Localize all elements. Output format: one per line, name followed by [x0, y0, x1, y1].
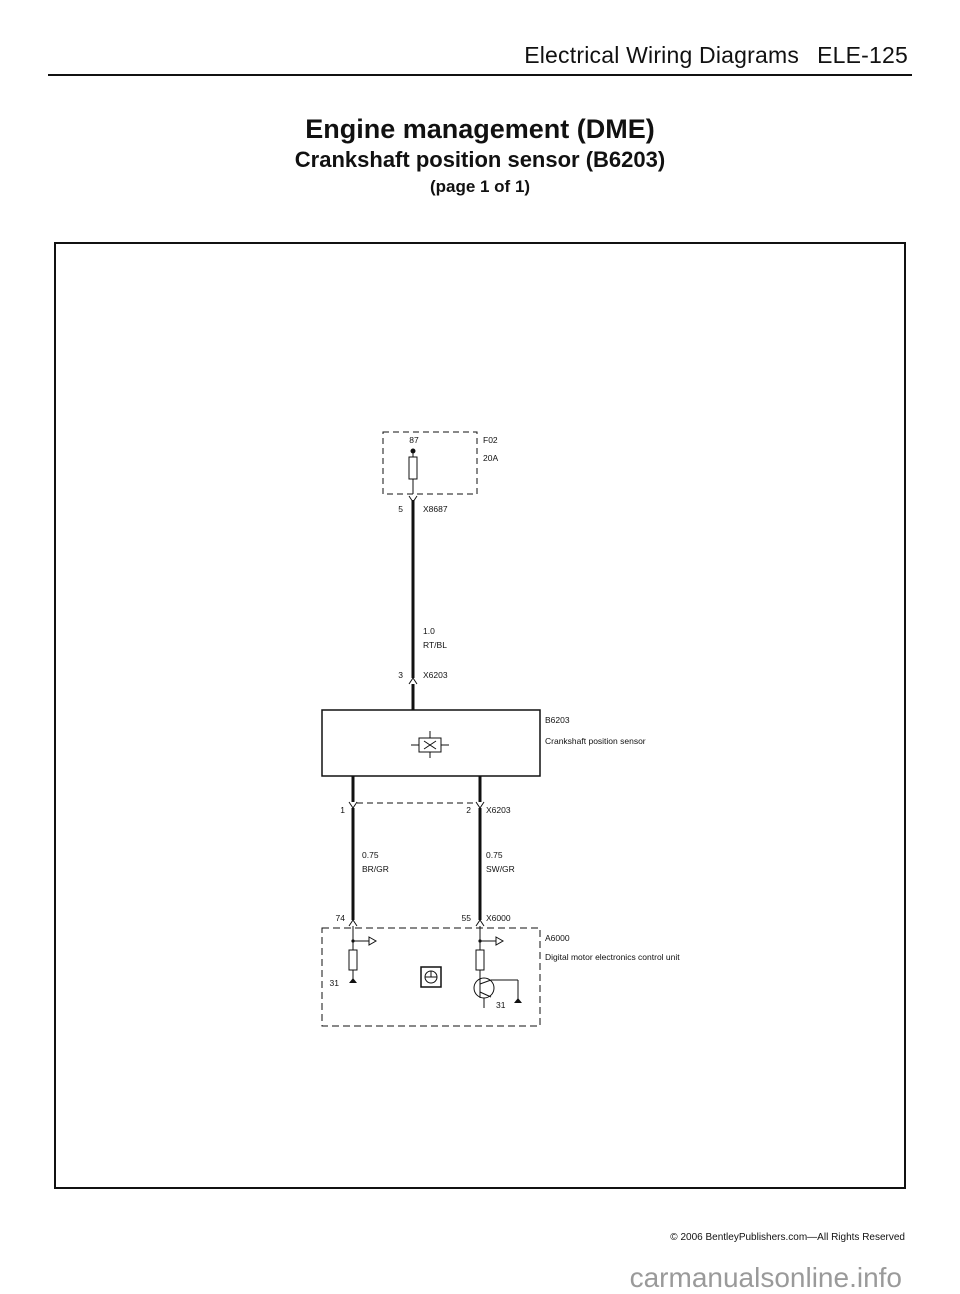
ecu-ground-left-label: 31: [330, 978, 340, 988]
page-title: Engine management (DME): [305, 114, 655, 144]
header-rule: [48, 74, 912, 76]
connector-x6203-out-right-icon: [475, 801, 485, 809]
header-section-title: Electrical Wiring Diagrams: [524, 42, 800, 68]
fuse-box: [382, 431, 478, 495]
ecu-ground-right-label: 31: [496, 1000, 506, 1010]
fuse-terminal-label: 87: [409, 435, 419, 445]
wire-br-gr-gauge: 0.75: [362, 850, 379, 860]
connector-x6203-out-label: X6203: [486, 805, 511, 815]
transistor-icon: [473, 977, 522, 1008]
sensor-id-label: B6203: [545, 715, 570, 725]
fuse-rating-label: 20A: [483, 453, 498, 463]
copyright-footer: © 2006 BentleyPublishers.com—All Rights …: [670, 1232, 905, 1243]
ecu-input-left-circuit: [348, 926, 378, 983]
wire-br-gr-color: BR/GR: [362, 864, 389, 874]
diagram-frame: [54, 242, 906, 1189]
fuse-icon: [408, 456, 418, 480]
ecu-name-label: Digital motor electronics control unit: [545, 952, 680, 962]
connector-x8687-label: X8687: [423, 504, 448, 514]
connector-x6000-right-icon: [475, 919, 485, 927]
ecu-input-right-circuit: [475, 926, 505, 978]
ecu-a6000-box: [321, 927, 541, 1027]
fuse-id-label: F02: [483, 435, 498, 445]
watermark-text: carmanualsonline.info: [629, 1262, 902, 1293]
ecu-id-label: A6000: [545, 933, 570, 943]
connector-x6000-pin-left: 74: [336, 913, 346, 923]
ecu-module-icon: [420, 966, 442, 988]
connector-x6203-out-left-icon: [348, 801, 358, 809]
wire-sw-gr-color: SW/GR: [486, 864, 515, 874]
page-subtitle: Crankshaft position sensor (B6203): [294, 147, 666, 172]
connector-x6000-pin-right: 55: [462, 913, 472, 923]
connector-x6203-out-pin-right: 2: [466, 805, 471, 815]
page-count: (page 1 of 1): [429, 177, 531, 196]
connector-x6000-label: X6000: [486, 913, 511, 923]
connector-x6000-left-icon: [348, 919, 358, 927]
page-header: Electrical Wiring Diagrams ELE-125: [524, 42, 908, 69]
connector-x6203-in-icon: [408, 677, 418, 685]
sensor-b6203-box: [321, 709, 541, 777]
connector-x6203-in-pin: 3: [398, 670, 403, 680]
connector-x6203-in-label: X6203: [423, 670, 448, 680]
wire-sw-gr-gauge: 0.75: [486, 850, 503, 860]
connector-x6203-out-pin-left: 1: [340, 805, 345, 815]
sensor-name-label: Crankshaft position sensor: [545, 736, 646, 746]
title-block: Engine management (DME) Crankshaft posit…: [0, 112, 960, 200]
wire-rt-bl-color: RT/BL: [423, 640, 447, 650]
connector-x8687-pin: 5: [398, 504, 403, 514]
crankshaft-sensor-icon: [411, 731, 449, 758]
header-page-code: ELE-125: [817, 42, 908, 68]
wire-rt-bl-gauge: 1.0: [423, 626, 435, 636]
